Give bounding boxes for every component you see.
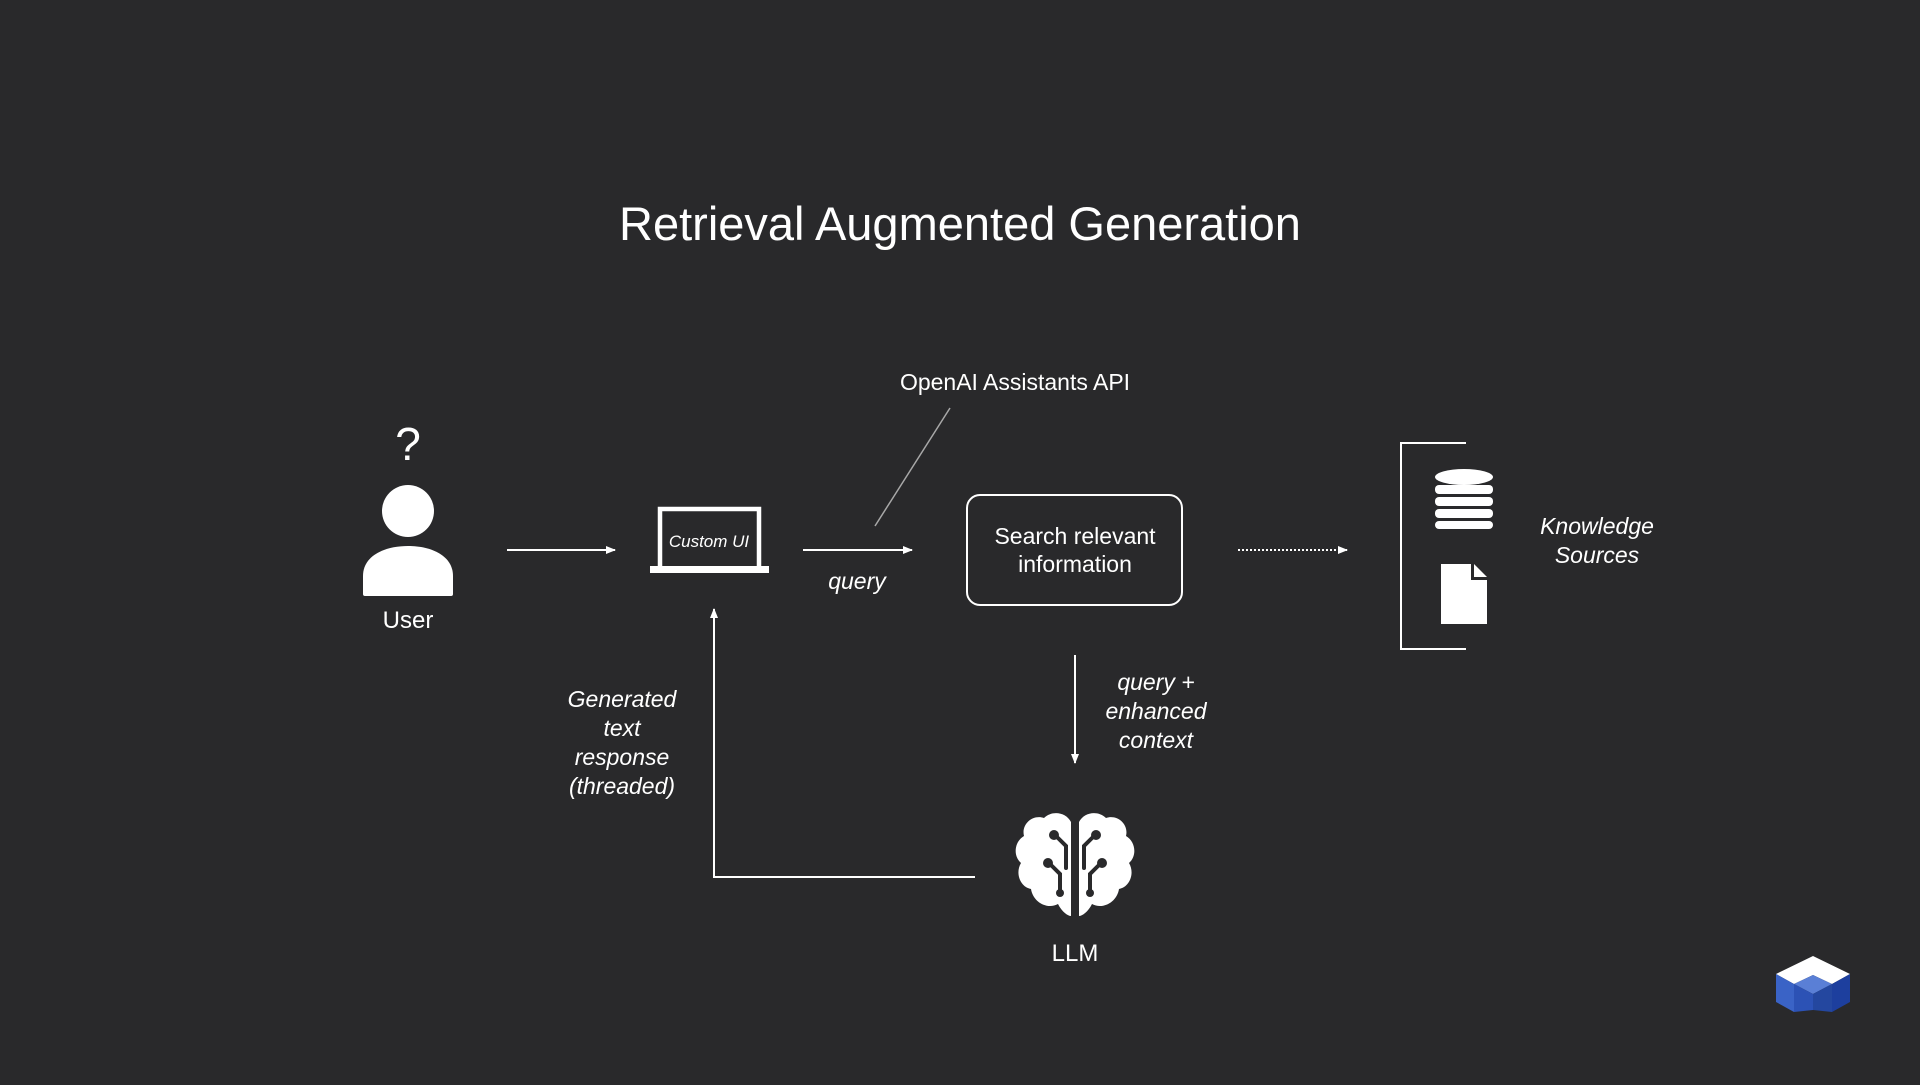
brain-circuit-icon [1015,813,1135,916]
user-icon [363,485,453,596]
response-label-line1: Generated [568,686,678,712]
response-label-line2: text [603,715,642,741]
search-box-line2: information [1018,551,1132,577]
context-label-line2: enhanced [1105,698,1207,724]
brand-logo-icon [1776,956,1850,1012]
api-label: OpenAI Assistants API [900,369,1130,395]
question-mark: ? [395,418,421,470]
context-label-line1: query + [1117,669,1194,695]
arrow-llm-to-ui [710,608,975,878]
query-label: query [828,568,887,594]
llm-label: LLM [1052,940,1099,967]
context-label-line3: context [1119,727,1195,753]
custom-ui-label: Custom UI [669,532,750,551]
document-icon [1441,564,1487,624]
knowledge-label-line2: Sources [1555,542,1640,568]
database-icon [1435,469,1493,529]
search-box: Search relevant information [966,494,1183,606]
response-label-line4: (threaded) [569,773,675,799]
response-label-line3: response [575,744,670,770]
page-title: Retrieval Augmented Generation [619,197,1301,250]
api-pointer-line [874,407,951,527]
user-label: User [383,607,434,634]
knowledge-label-line1: Knowledge [1540,513,1654,539]
knowledge-bracket [1400,442,1466,650]
search-box-line1: Search relevant [994,523,1156,549]
laptop-icon [650,506,769,573]
custom-ui-node: Custom UI [650,506,769,573]
user-node: ? User [363,418,453,634]
